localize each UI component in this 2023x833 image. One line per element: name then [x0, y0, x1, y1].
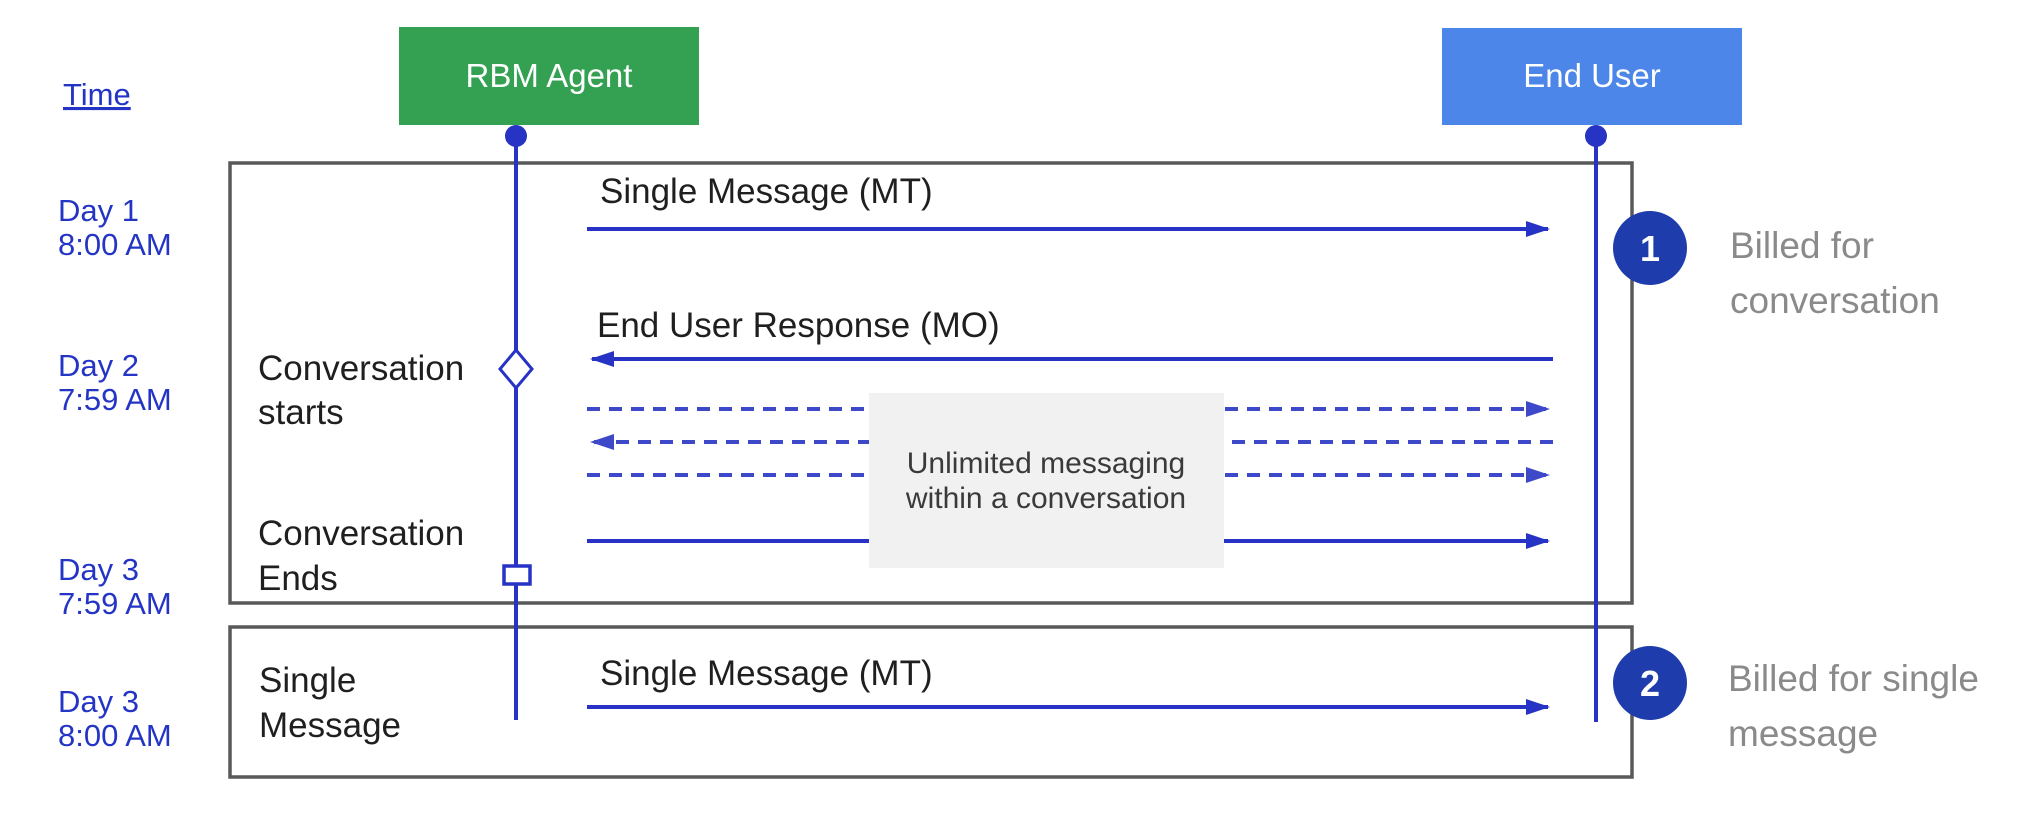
- note-line-1: Unlimited messaging: [907, 447, 1185, 480]
- single-mt-label: Single Message (MT): [600, 654, 933, 693]
- single-message-line1: Single: [259, 661, 356, 700]
- timestamp-day2-day: Day 2: [58, 348, 139, 383]
- billing-1-line1: Billed for: [1730, 225, 1874, 266]
- mt-message-label: Single Message (MT): [600, 172, 933, 211]
- time-column-header: Time: [63, 77, 131, 112]
- billing-step-1-badge: [1613, 211, 1687, 285]
- conversation-starts-line1: Conversation: [258, 349, 464, 388]
- end-user-label: End User: [1523, 57, 1661, 94]
- timestamp-day3b-day: Day 3: [58, 684, 139, 719]
- billing-step-1-number: 1: [1640, 228, 1660, 269]
- conversation-ends-line1: Conversation: [258, 514, 464, 553]
- rbm-agent-box: [399, 27, 699, 125]
- end-user-box: [1442, 28, 1742, 125]
- conversation-ends-line2: Ends: [258, 559, 338, 598]
- end-user-lifeline-dot: [1585, 125, 1607, 147]
- mo-response-label: End User Response (MO): [597, 306, 1000, 345]
- billing-2-line1: Billed for single: [1728, 658, 1979, 699]
- conversation-frame: [228, 161, 1634, 605]
- single-message-line2: Message: [259, 706, 401, 745]
- timestamp-day1-time: 8:00 AM: [58, 227, 172, 262]
- billing-step-2-badge: [1613, 646, 1687, 720]
- billing-1-line2: conversation: [1730, 280, 1940, 321]
- billing-2-line2: message: [1728, 713, 1878, 754]
- timestamp-day3a-day: Day 3: [58, 552, 139, 587]
- timestamp-day3a-time: 7:59 AM: [58, 586, 172, 621]
- timestamp-day1-day: Day 1: [58, 193, 139, 228]
- conversation-start-diamond: [498, 347, 534, 391]
- conversation-end-square: [502, 564, 532, 586]
- agent-lifeline-dot: [505, 125, 527, 147]
- unlimited-messaging-note: [869, 393, 1224, 568]
- rbm-agent-label: RBM Agent: [466, 57, 633, 94]
- conversation-starts-line2: starts: [258, 393, 344, 432]
- billing-step-2-number: 2: [1640, 663, 1660, 704]
- note-line-2: within a conversation: [905, 482, 1186, 515]
- timestamp-day3b-time: 8:00 AM: [58, 718, 172, 753]
- timestamp-day2-time: 7:59 AM: [58, 382, 172, 417]
